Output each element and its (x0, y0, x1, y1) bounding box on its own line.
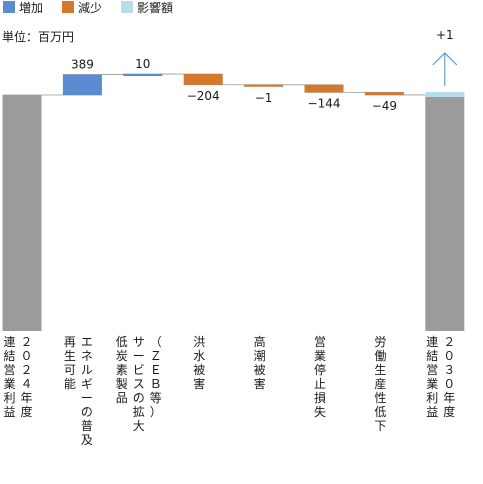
legend-item-impact: 影響額 (121, 0, 173, 15)
category-label-5: 営業停止損失 (314, 335, 326, 419)
category-text-2-1: サービスの拡大 (133, 335, 145, 433)
unit-label: 単位：百万円 (2, 29, 74, 44)
impact-label: +1 (436, 28, 454, 42)
category-text-2-0: 低炭素製品 (116, 335, 128, 405)
category-text-3-0: 洪水被害 (193, 335, 205, 391)
value-label-6: −49 (372, 99, 397, 113)
bar-decrease-5 (304, 84, 344, 93)
legend-item-increase: 増加 (3, 1, 43, 15)
bar-decrease-3 (183, 74, 223, 85)
category-text-0-1: ２０２４年度 (20, 335, 32, 419)
bar-decrease-6 (364, 92, 404, 95)
category-text-0-0: 連結営業利益 (3, 335, 15, 419)
bar-total-2030 (425, 96, 465, 331)
category-text-1-1: エネルギーの普及 (81, 335, 93, 447)
category-text-4-0: 高潮被害 (254, 334, 266, 391)
bars (2, 74, 465, 331)
bar-increase-1 (62, 74, 102, 95)
category-label-3: 洪水被害 (193, 335, 205, 391)
legend-swatch-decrease (62, 1, 74, 13)
legend-label-increase: 増加 (19, 1, 43, 15)
category-text-7-1: ２０３０年度 (443, 335, 455, 419)
value-label-4: −1 (255, 91, 273, 105)
category-text-6-0: 労働生産性低下 (374, 335, 386, 433)
legend-label-impact: 影響額 (137, 0, 173, 15)
bar-increase-2 (123, 74, 163, 77)
bar-impact (425, 91, 465, 97)
legend: 増加 減少 影響額 (3, 0, 173, 15)
category-label-7: 連結営業利益 ２０３０年度 (426, 335, 455, 419)
category-text-7-0: 連結営業利益 (426, 335, 438, 419)
legend-label-decrease: 減少 (78, 0, 102, 15)
category-label-6: 労働生産性低下 (374, 335, 386, 433)
category-label-0: 連結営業利益 ２０２４年度 (3, 335, 32, 419)
category-text-1-0: 再生可能 (64, 335, 76, 391)
category-text-2-2: （ＺＥＢ等） (150, 335, 162, 419)
value-label-1: 389 (71, 58, 94, 72)
legend-swatch-increase (3, 1, 15, 13)
legend-swatch-impact (121, 1, 133, 13)
value-label-3: −204 (187, 89, 220, 103)
value-label-5: −144 (308, 96, 341, 110)
value-labels: 389 10 −204 −1 −144 −49 (71, 57, 397, 113)
impact-arrow: +1 (432, 28, 458, 86)
value-label-2: 10 (135, 57, 150, 71)
arrow-head (432, 52, 458, 66)
category-label-4: 高潮被害 (254, 334, 266, 391)
legend-item-decrease: 減少 (62, 0, 102, 15)
category-text-5-0: 営業停止損失 (314, 335, 326, 419)
bar-decrease-4 (244, 84, 284, 87)
bar-total-2024 (2, 95, 42, 331)
